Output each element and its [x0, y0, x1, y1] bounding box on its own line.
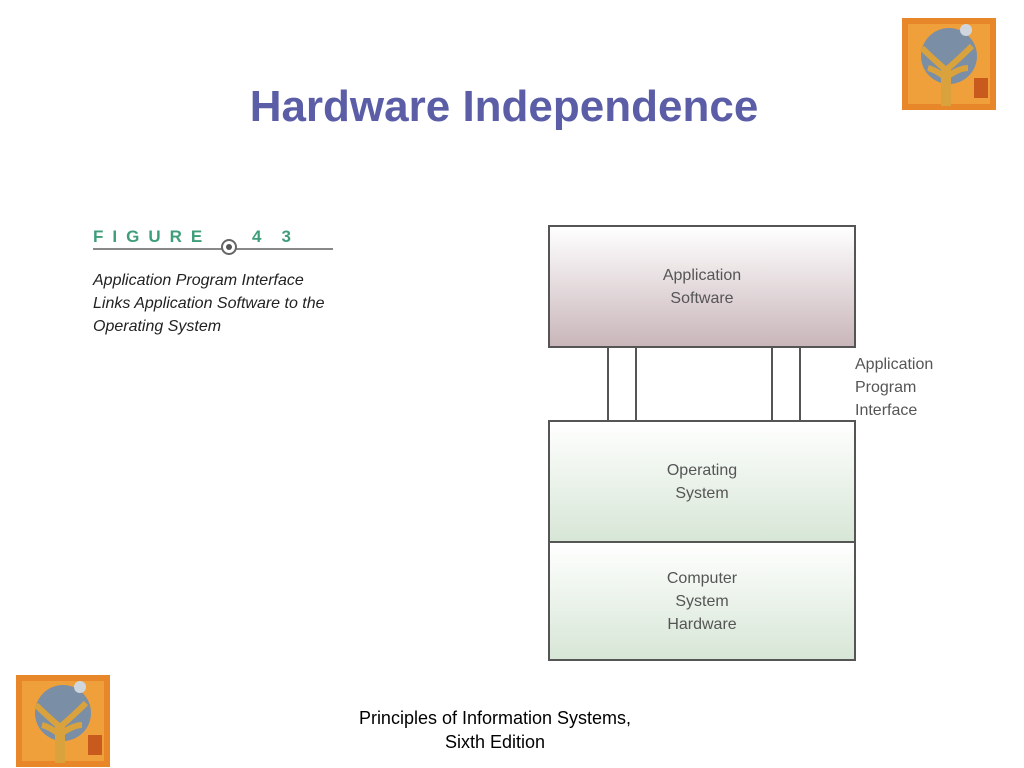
layer-text: Computer	[666, 569, 738, 587]
footer-line-1: Principles of Information Systems,	[358, 708, 632, 728]
api-label-line: Application	[855, 356, 934, 373]
operating-system-layer: Operating System	[548, 420, 856, 542]
api-label-line: Program	[855, 379, 917, 396]
figure-number-index: 3	[281, 227, 311, 246]
layer-text: Software	[670, 289, 734, 307]
layer-text: Operating	[666, 461, 738, 479]
computer-hardware-layer: Computer System Hardware	[548, 541, 856, 661]
figure-number-chapter: 4	[252, 227, 282, 246]
api-label-line: Interface	[855, 402, 918, 419]
layer-text: Hardware	[667, 615, 737, 633]
footer-line-2: Sixth Edition	[444, 732, 546, 752]
api-connector	[607, 346, 801, 422]
figure-word: FIGURE	[93, 227, 212, 246]
caption-line-1: Application Program Interface	[93, 272, 304, 289]
figure-number: 43	[252, 227, 311, 247]
caption-line-2: Links Application Software to the	[93, 295, 325, 312]
figure-label: FIGURE 43	[93, 226, 333, 262]
figure-bullet-icon	[221, 239, 237, 255]
caption-line-3: Operating System	[93, 318, 222, 335]
footer: Principles of Information Systems, Sixth…	[290, 706, 700, 754]
api-label: Application Program Interface	[855, 353, 933, 422]
figure-caption: Application Program Interface Links Appl…	[93, 269, 353, 338]
figure-rule	[93, 248, 333, 250]
layer-text: System	[675, 592, 729, 610]
application-software-layer: Application Software	[548, 225, 856, 348]
layer-text: Application	[662, 266, 742, 284]
tree-logo-icon	[902, 18, 996, 110]
tree-logo-icon	[16, 675, 110, 767]
layer-text: System	[675, 484, 729, 502]
slide-title: Hardware Independence	[249, 82, 759, 131]
